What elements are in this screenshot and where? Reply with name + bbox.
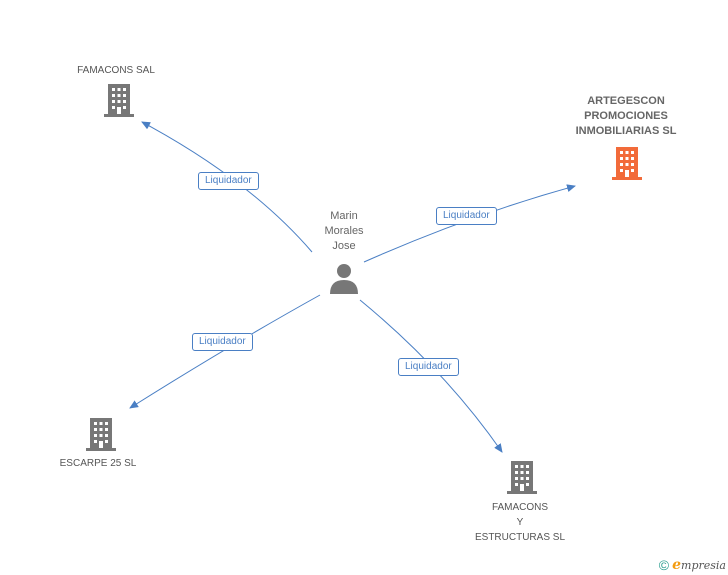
edge-line-escarpe — [129, 294, 321, 409]
edge-line-famacons-estructuras — [359, 299, 503, 453]
company-label-line: FAMACONS — [491, 502, 549, 513]
company-label-famacons-estructuras[interactable]: FAMACONS Y ESTRUCTURAS SL — [460, 500, 580, 545]
building-icon[interactable] — [86, 418, 116, 451]
company-label-line: PROMOCIONES — [584, 110, 668, 122]
brand-logo[interactable]: empresia — [672, 557, 726, 573]
person-icon[interactable] — [330, 264, 358, 294]
building-icon[interactable] — [104, 84, 134, 117]
edge-label-escarpe[interactable]: Liquidador — [192, 333, 253, 351]
company-label-line: FAMACONS SAL — [77, 65, 155, 76]
footer-credit: © empresia — [659, 557, 726, 573]
edge-label-famacons-estructuras[interactable]: Liquidador — [398, 358, 459, 376]
person-name[interactable]: Marin Morales Jose — [304, 209, 384, 254]
company-label-line: ESCARPE 25 SL — [59, 458, 137, 469]
company-label-escarpe[interactable]: ESCARPE 25 SL — [40, 456, 156, 471]
building-icon[interactable] — [507, 461, 537, 494]
building-icon[interactable] — [612, 147, 642, 180]
person-name-line: Jose — [332, 240, 356, 252]
brand-initial: e — [672, 557, 682, 573]
company-label-line: INMOBILIARIAS SL — [575, 125, 677, 137]
edge-label-famacons-sal[interactable]: Liquidador — [198, 172, 259, 190]
company-label-line: Y — [516, 517, 524, 528]
person-name-line: Morales — [324, 225, 364, 237]
brand-rest: mpresia — [681, 559, 726, 572]
company-label-artegescon[interactable]: ARTEGESCON PROMOCIONES INMOBILIARIAS SL — [562, 94, 690, 139]
copyright-icon: © — [658, 557, 670, 573]
company-label-famacons-sal[interactable]: FAMACONS SAL — [56, 63, 176, 78]
company-label-line: ESTRUCTURAS SL — [474, 532, 565, 543]
company-label-line: ARTEGESCON — [587, 95, 665, 107]
edge-label-artegescon[interactable]: Liquidador — [436, 207, 497, 225]
person-name-line: Marin — [330, 210, 358, 222]
